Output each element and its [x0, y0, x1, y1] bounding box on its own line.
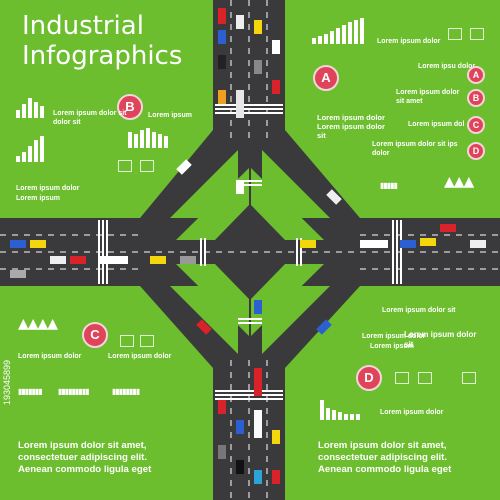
footer-left-line-1: Lorem ipsum dolor sit amet,	[18, 440, 147, 451]
badge-b: B	[117, 94, 143, 120]
left-b-label-2: dolor sit	[53, 119, 81, 126]
mid-a-label: Lorem ipsum dolor Lorem ipsum dolor sit	[317, 113, 385, 140]
left-bar-chart-3	[128, 128, 168, 148]
right-badge-d: D	[467, 142, 485, 160]
doc-icon	[140, 160, 154, 172]
doc-icon	[470, 28, 484, 40]
arrow-chart-icon: ▲▲▲	[444, 174, 474, 190]
left-bar-chart-1	[16, 98, 44, 118]
interchange-ring	[140, 130, 360, 368]
lower-right-mid-label: Lorem ipsum dolor	[380, 409, 444, 416]
people-icons: ▮▮▮▮▮▮▮	[18, 387, 43, 396]
people-icons: ▮▮▮▮▮▮▮▮	[112, 387, 140, 396]
left-bar-chart-2	[16, 136, 44, 162]
right-badge-b: B	[467, 89, 485, 107]
footer-right-line-1: Lorem ipsum dolor sit amet,	[318, 440, 447, 451]
doc-icon	[448, 28, 462, 40]
right-badge-c: C	[467, 116, 485, 134]
left-mid-label-1: Lorem ipsum dolor	[16, 185, 80, 192]
people-icons: ▮▮▮▮▮	[380, 181, 398, 190]
footer-right-line-3: Aenean commodo ligula eget	[318, 464, 452, 475]
crosswalks	[98, 104, 402, 400]
right-list-item-1: Lorem ipsu dolor	[418, 63, 476, 70]
arrow-chart-icon: ▲▲▲▲	[18, 316, 58, 332]
top-right-bar-chart	[312, 18, 364, 44]
right-mid-label: Lorem ipsum dolor sit	[382, 307, 456, 314]
right-d-label-1: Lorem ipsum dolor	[362, 333, 426, 340]
lower-left-mid-label: Lorem ipsum dolor	[108, 353, 172, 360]
people-icons: ▮▮▮▮▮▮▮▮▮	[58, 387, 90, 396]
footer-left-line-3: Aenean commodo ligula eget	[18, 464, 152, 475]
left-b-ipsum: Lorem ipsum	[148, 112, 192, 119]
top-right-label: Lorem ipsum dolor	[377, 38, 441, 45]
doc-icon	[140, 335, 154, 347]
left-c-label: Lorem ipsum dolor	[18, 353, 82, 360]
left-b-label-1: Lorem ipsum dolor sit	[53, 110, 127, 117]
doc-icon	[118, 160, 132, 172]
title-line-1: Industrial	[22, 11, 144, 41]
vehicles	[10, 8, 486, 484]
right-list-item-4: Lorem ipsum dolor sit ips dolor	[372, 141, 458, 157]
footer-right-line-2: consectetuer adipiscing elit.	[318, 452, 448, 463]
right-bar-chart	[320, 400, 360, 420]
right-list-item-3: Lorem ipsum dol	[408, 121, 465, 128]
right-list-item-2: Lorem ipsum dolor sit amet	[396, 89, 460, 105]
doc-icon	[418, 372, 432, 384]
right-d-label-2: Lorem ipsum	[370, 343, 414, 350]
right-badge-a: A	[467, 66, 485, 84]
badge-d: D	[356, 365, 382, 391]
doc-icon	[462, 372, 476, 384]
badge-a: A	[313, 65, 339, 91]
badge-c: C	[82, 322, 108, 348]
title-line-2: Infographics	[22, 41, 183, 71]
footer-left-line-2: consectetuer adipiscing elit.	[18, 452, 148, 463]
doc-icon	[120, 335, 134, 347]
left-mid-label-2: Lorem ipsum	[16, 195, 60, 202]
stock-id: 193045899	[2, 360, 12, 406]
right-d-big-label: Lorem ipsum dolor sit	[404, 330, 477, 349]
doc-icon	[395, 372, 409, 384]
